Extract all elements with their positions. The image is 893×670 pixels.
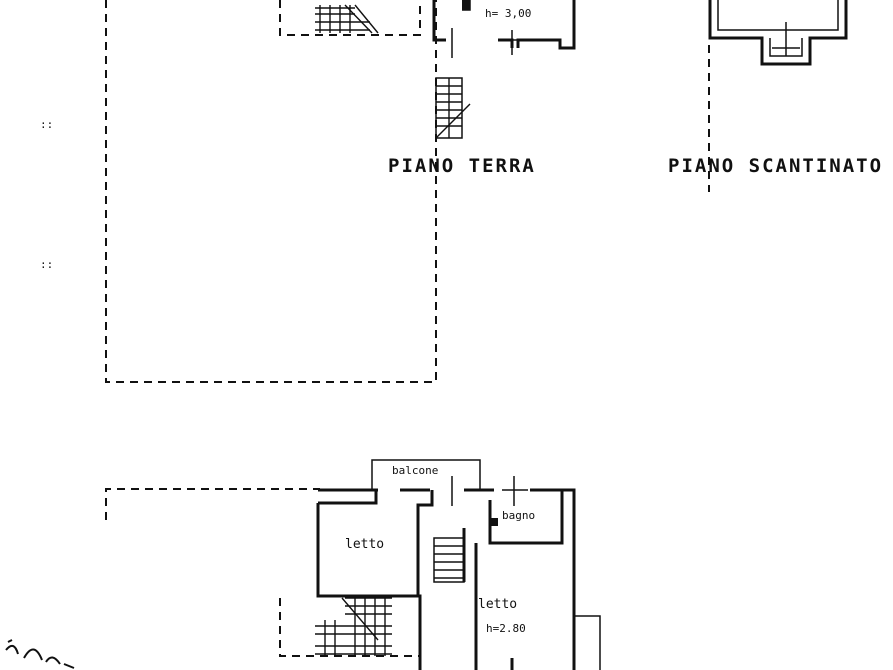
ground-floor-plan: h= 3,00 PIANO TERRA: [105, 0, 576, 383]
letto-label-2: letto: [478, 597, 517, 612]
bagno-label: bagno: [502, 509, 535, 522]
basement-floor-plan: PIANO SCANTINATO: [668, 0, 883, 192]
letto-label-1: letto: [345, 537, 384, 552]
basement-walls: [708, 0, 848, 66]
upper-stair-outline: [279, 598, 420, 657]
ground-lot-outline: [105, 0, 437, 383]
ground-external-stair: [435, 77, 471, 139]
ground-column: [462, 0, 470, 10]
upper-left-room-walls: [316, 490, 434, 670]
ground-stair-treads: [315, 4, 379, 34]
balcone-label: balcone: [392, 464, 438, 477]
upper-floor-plan: balcone bagno letto letto h=2.80: [105, 459, 601, 670]
side-mark-1: ::: [40, 118, 53, 131]
ground-stair-outline: [279, 0, 421, 36]
piano-scantinato-title: PIANO SCANTINATO: [668, 155, 883, 177]
upper-stair-treads: [315, 597, 392, 656]
ground-height-label: h= 3,00: [485, 7, 531, 20]
balcony-outline: [371, 459, 481, 490]
upper-lot-outline: [105, 488, 320, 520]
side-mark-2: ::: [40, 258, 53, 271]
handwritten-mark: [5, 639, 75, 669]
upper-side-projection: [574, 615, 601, 670]
upper-internal-stair: [433, 528, 466, 583]
upper-right-room-walls: [474, 543, 514, 670]
upper-height-label: h=2.80: [486, 622, 526, 635]
piano-terra-title: PIANO TERRA: [388, 155, 536, 177]
upper-outer-walls: [318, 488, 576, 670]
